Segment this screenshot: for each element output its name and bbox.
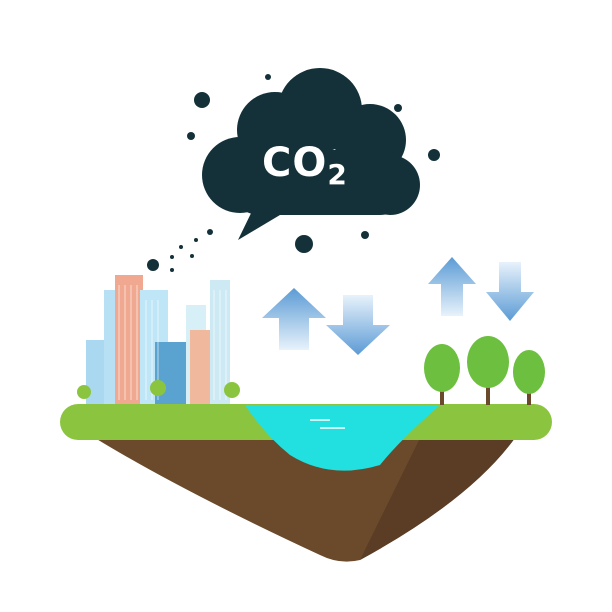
co2-formula: CO xyxy=(262,140,328,186)
arrow-down-icon xyxy=(486,262,534,321)
co2-label: CO2 xyxy=(262,140,348,191)
co2-cloud xyxy=(202,68,420,240)
trees xyxy=(424,336,545,405)
arrow-down-icon xyxy=(326,295,390,355)
arrow-up-icon xyxy=(262,288,326,350)
bushes xyxy=(77,380,240,399)
arrow-up-icon xyxy=(428,257,476,316)
smoke-dots xyxy=(147,74,440,272)
co2-subscript: 2 xyxy=(327,158,348,191)
lake xyxy=(245,405,440,471)
